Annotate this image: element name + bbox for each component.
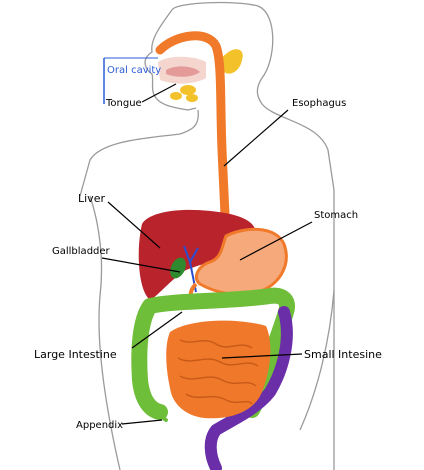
small-intestine-folds xyxy=(177,339,259,405)
appendix-shape xyxy=(146,398,168,422)
oral-cavity xyxy=(158,56,206,84)
appendix-leader xyxy=(121,419,163,425)
label-tongue: Tongue xyxy=(105,98,142,109)
label-stomach: Stomach xyxy=(314,210,358,221)
label-gallbladder: Gallbladder xyxy=(52,246,111,257)
label-large-intestine: Large Intestine xyxy=(34,348,117,361)
label-liver: Liver xyxy=(78,192,105,205)
body-outline xyxy=(79,1,335,470)
large-intestine-leader xyxy=(131,311,183,349)
esophagus-leader xyxy=(223,109,289,167)
salivary-glands xyxy=(170,49,243,102)
tongue-shape xyxy=(166,66,200,77)
label-oral-cavity: Oral cavity xyxy=(107,65,161,76)
gallbladder-shape xyxy=(170,257,186,279)
esophagus-tube xyxy=(155,31,231,241)
label-appendix: Appendix xyxy=(76,420,123,431)
label-small-intestine: Small Intesine xyxy=(304,348,382,361)
liver-leader xyxy=(107,201,161,249)
gallbladder-leader xyxy=(101,257,181,273)
leader-lines xyxy=(101,83,313,425)
stomach-leader xyxy=(239,221,313,261)
small-intestine-leader xyxy=(221,353,303,359)
liver-shape xyxy=(138,209,256,300)
rectum-shape xyxy=(204,306,293,470)
label-esophagus: Esophagus xyxy=(292,98,346,109)
tongue-leader xyxy=(141,83,177,103)
